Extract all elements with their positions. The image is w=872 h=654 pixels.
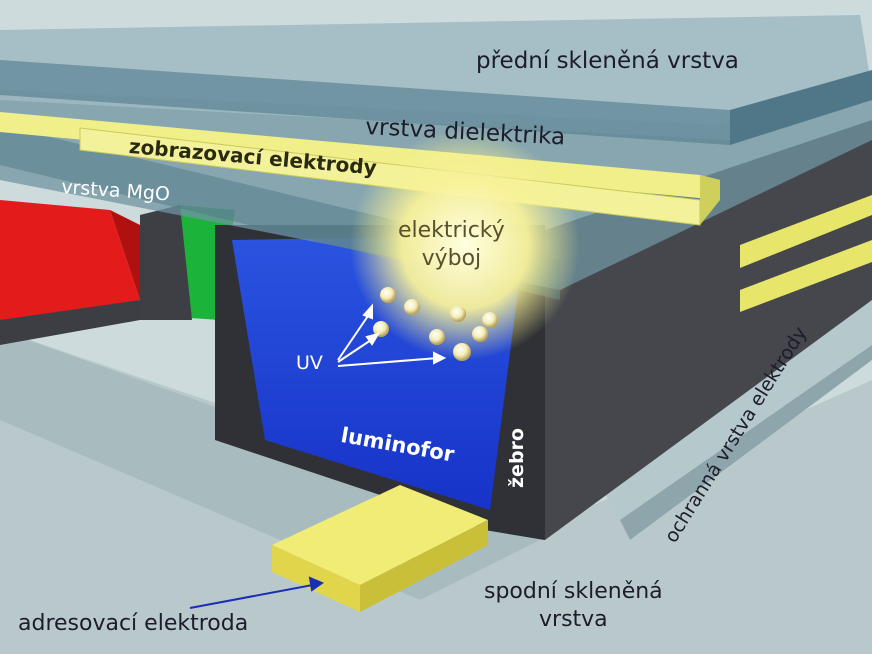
protective-layer-edge xyxy=(620,345,872,540)
front-glass-side xyxy=(730,70,872,145)
particle xyxy=(472,326,488,342)
particle xyxy=(453,343,471,361)
address-arrow-icon xyxy=(189,576,325,609)
front-glass-edge xyxy=(0,60,730,145)
address-electrode-front xyxy=(272,545,360,612)
rib-mid xyxy=(140,205,192,320)
particle xyxy=(482,312,498,328)
red-phosphor-cell xyxy=(0,200,140,325)
particle xyxy=(404,299,420,315)
address-electrode-side xyxy=(360,520,488,612)
display-electrode-end xyxy=(700,175,720,225)
label-uv: UV xyxy=(296,352,323,374)
label-discharge-line1: elektrický xyxy=(398,218,505,243)
label-discharge-line2: výboj xyxy=(421,246,482,271)
red-cell-side xyxy=(110,210,140,300)
label-front-glass: přední skleněná vrstva xyxy=(476,48,739,74)
display-electrode-right-b xyxy=(740,240,872,312)
label-rib: žebro xyxy=(506,428,528,488)
label-address-electrode: adresovací elektroda xyxy=(18,611,249,636)
uv-arrows xyxy=(337,303,447,367)
rib-left xyxy=(0,300,140,345)
display-electrode-right-a xyxy=(740,195,872,268)
particle xyxy=(450,306,466,322)
label-rear-glass: spodní skleněná vrstva xyxy=(484,581,663,631)
label-rear-glass-line2: vrstva xyxy=(539,607,608,632)
particle xyxy=(373,321,389,337)
particle xyxy=(429,329,445,345)
label-discharge: elektrický výboj xyxy=(398,220,505,270)
label-rear-glass-line1: spodní skleněná xyxy=(484,579,663,604)
address-electrode-top xyxy=(272,485,488,585)
particle xyxy=(380,287,396,303)
